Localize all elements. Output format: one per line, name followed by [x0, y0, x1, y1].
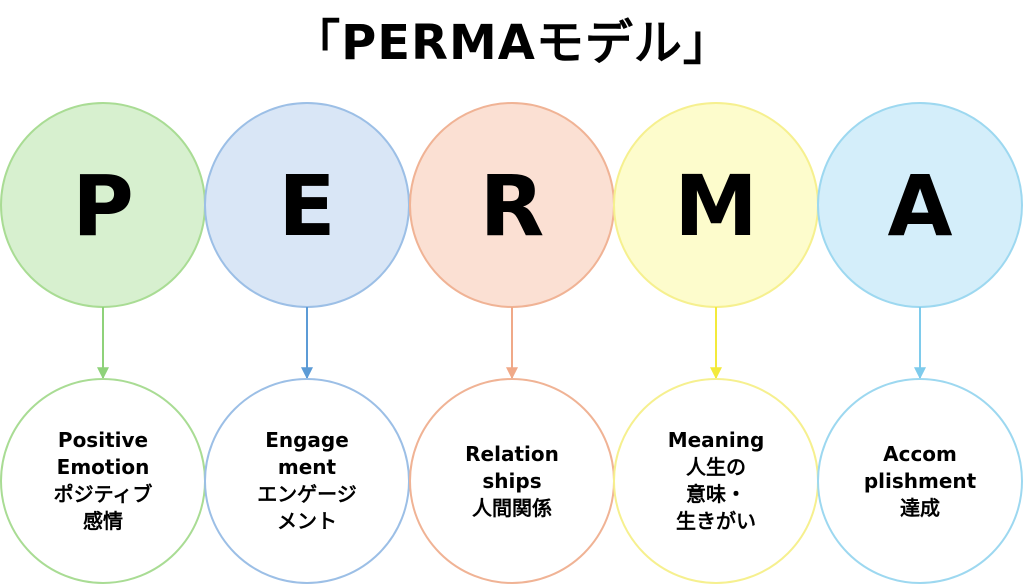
description-line: 意味・ [686, 482, 746, 506]
description-circle-a [817, 378, 1023, 584]
description-line: Meaning [667, 428, 765, 452]
letter-r: R [480, 157, 545, 255]
description-line: ships [482, 468, 542, 493]
letter-p: P [72, 157, 134, 255]
description-line: plishment [863, 468, 977, 493]
description-m: Meaning 人生の意味・生きがい [636, 416, 796, 546]
description-e: Engage ment エンゲージメント [227, 416, 387, 546]
description-line: 生きがい [676, 509, 756, 533]
letter-a: A [887, 157, 952, 255]
description-line: Accom [883, 441, 957, 466]
letter-e: E [278, 157, 335, 255]
description-line: Engage [265, 428, 349, 452]
description-line: Relation [465, 441, 559, 466]
letter-m: M [674, 157, 758, 255]
page-title: 「PERMAモデル」 [292, 15, 732, 71]
description-line: ment [277, 455, 337, 479]
description-line: 達成 [900, 495, 940, 520]
description-line: Emotion [56, 455, 150, 479]
description-line: Positive [57, 428, 149, 452]
description-line: 感情 [83, 509, 123, 533]
description-line: 人生の [686, 455, 746, 479]
description-line: 人間関係 [472, 495, 552, 520]
description-line: ポジティブ [53, 482, 153, 506]
description-line: エンゲージ [257, 482, 357, 506]
description-line: メント [277, 509, 337, 533]
